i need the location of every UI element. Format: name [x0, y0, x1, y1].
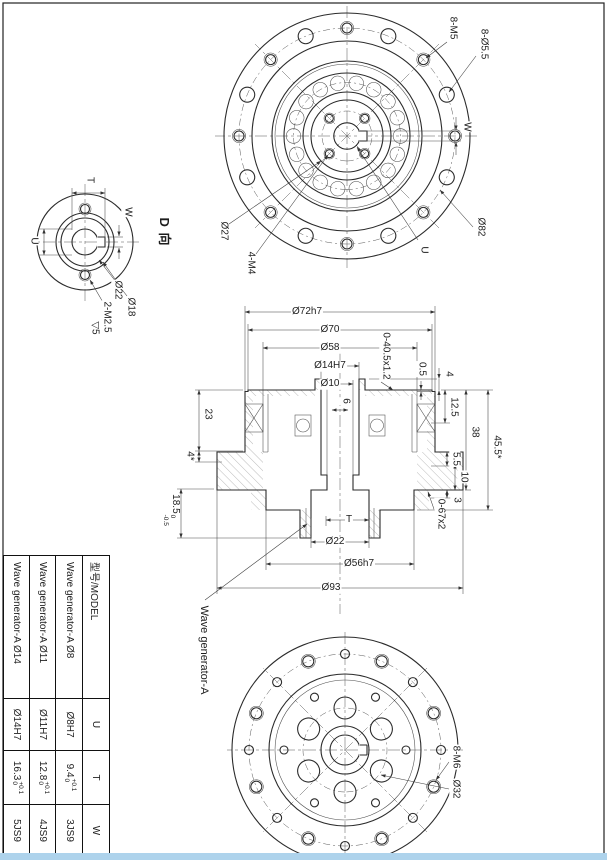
dim-45-5: 45.5*	[490, 434, 503, 460]
label-d27: Ø27	[217, 220, 230, 242]
header-model: 型号/MODEL	[88, 562, 100, 621]
dim-3: 3	[450, 496, 463, 504]
cell-model: Wave generator-A Ø11	[37, 562, 49, 664]
label-dview-u: U	[27, 236, 40, 246]
cell-model: Wave generator-A Ø8	[63, 562, 75, 659]
header-w: W	[82, 804, 109, 856]
label-d82: Ø82	[474, 216, 487, 238]
dim-6: 6	[339, 397, 352, 405]
dim-4: 4	[442, 370, 455, 378]
dim-d70: Ø70	[319, 323, 341, 336]
cell-u: Ø14H7	[4, 698, 30, 750]
section-axial-dims	[331, 368, 493, 511]
dim-0-5: 0.5	[415, 361, 428, 377]
label-front-w: W	[460, 121, 473, 133]
label-dview-d18: Ø18	[124, 296, 137, 318]
d-view-title: D 向	[156, 216, 172, 248]
front-flange-view	[215, 6, 477, 268]
cell-w: 5JS9	[4, 804, 30, 856]
parameter-table: 型号/MODEL U T W Wave generator-A Ø8 Ø8H7 …	[3, 555, 110, 857]
label-front-u: U	[417, 245, 430, 255]
rear-flange-view	[227, 632, 463, 860]
dim-t: T	[344, 513, 354, 526]
cell-u: Ø11H7	[30, 698, 56, 750]
label-dview-d22: Ø22	[111, 279, 124, 301]
table-header-row: 型号/MODEL U T W	[82, 556, 109, 856]
dim-d93: Ø93	[320, 581, 342, 594]
dim-12-5: 12.5	[447, 396, 460, 418]
cell-w: 4JS9	[30, 804, 56, 856]
label-wave-generator: Wave generator-A	[197, 604, 210, 696]
cell-w: 3JS9	[56, 804, 82, 856]
dim-18-5-tolerance: 0-0.5	[162, 514, 177, 526]
label-8-m5: 8-M5	[446, 15, 459, 41]
dim-d10: Ø10	[319, 377, 341, 390]
section-bottom-dims	[177, 389, 298, 539]
dim-d72h7: Ø72h7	[290, 305, 324, 318]
label-dview-w: W	[121, 206, 134, 218]
label-dview-t: T	[83, 175, 96, 185]
crossed-roller-bearing	[244, 403, 436, 433]
label-oring-right: 0-67x2	[434, 497, 447, 531]
label-thread-depth: ▽5	[88, 320, 101, 336]
dim-d56h7: Ø56h7	[342, 557, 376, 570]
label-oring-left: 0-40.5x1.2	[379, 331, 392, 381]
dim-d58: Ø58	[319, 341, 341, 354]
dim-38: 38	[468, 425, 481, 439]
header-t: T	[82, 750, 109, 804]
label-2-m2-5: 2-M2.5	[100, 300, 113, 334]
d-view	[29, 184, 139, 305]
cell-model: Wave generator-A Ø14	[11, 562, 23, 664]
label-8-d5-5: 8-Ø5.5	[477, 27, 490, 61]
screen-edge-strip	[0, 853, 607, 860]
label-4-m4: 4-M4	[244, 250, 257, 276]
label-d32: Ø32	[449, 778, 462, 800]
dim-18-5-value: 18.5	[170, 494, 181, 514]
dim-10: 10	[457, 470, 470, 484]
header-u: U	[82, 698, 109, 750]
dim-5-5: 5.5	[449, 451, 462, 467]
dim-d22: Ø22	[324, 535, 346, 548]
dim-4-star: 4*	[183, 450, 196, 462]
dim-23: 23	[201, 407, 214, 421]
wave-generator-bearing	[294, 414, 386, 437]
label-8-m6: 8-M6	[449, 744, 462, 770]
dim-d14h7: Ø14H7	[313, 359, 347, 372]
cell-u: Ø8H7	[56, 698, 82, 750]
